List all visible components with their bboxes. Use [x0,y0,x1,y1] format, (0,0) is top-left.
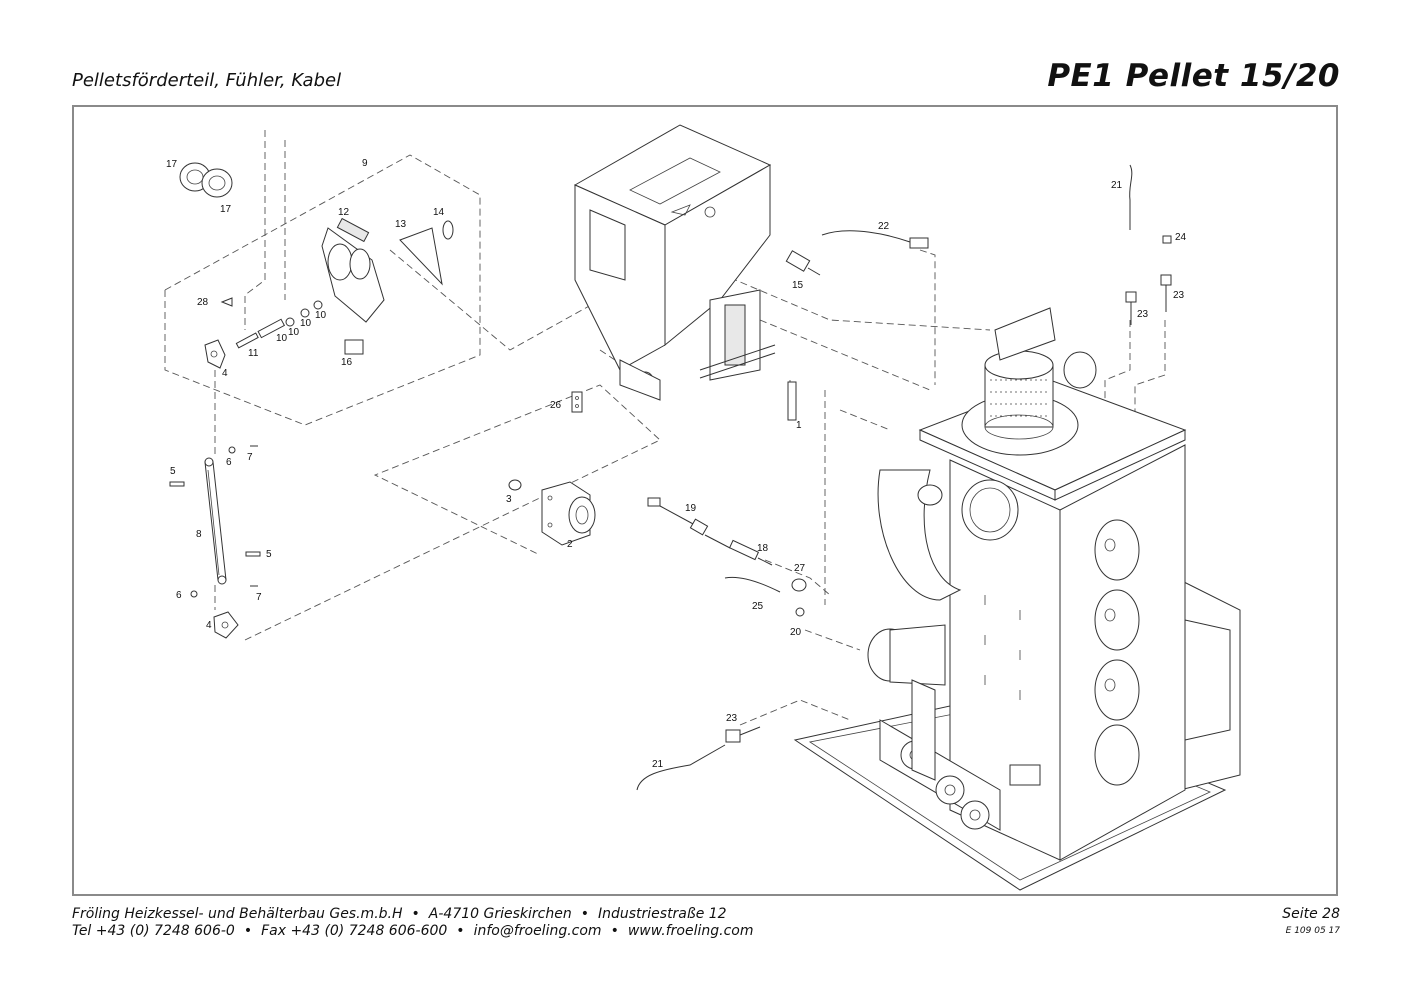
footer-tel: Tel +43 (0) 7248 606-0 [72,923,235,939]
part-label: 1 [796,420,802,431]
diagram-frame [72,105,1338,896]
footer-fax: Fax +43 (0) 7248 606-600 [261,923,448,939]
part-label: 4 [206,620,212,631]
part-label: 9 [362,158,368,169]
part-label: 18 [757,543,769,554]
part-label: 4 [222,368,228,379]
bracket-26 [571,391,583,413]
pellet-hopper [573,124,776,401]
part-label: 7 [247,452,253,463]
part-label: 17 [220,204,232,215]
feed-motor [508,479,596,546]
part-label: 27 [794,563,806,574]
part-label: 11 [248,348,259,359]
part-label: 12 [338,207,350,218]
part-label: 5 [170,466,176,477]
part-label: 19 [685,503,697,514]
part-label: 14 [433,207,445,218]
footer-email: info@froeling.com [473,923,602,939]
boiler-body [793,307,1241,891]
part-label: 10 [300,318,312,329]
footer-address: A-4710 Grieskirchen [428,906,572,922]
part-label: 5 [266,549,272,560]
part-label: 2 [567,539,573,550]
part-label: 24 [1175,232,1187,243]
flap-assembly [179,162,454,369]
part-label: 3 [506,494,512,505]
footer-company: Fröling Heizkessel- und Behälterbau Ges.… [72,906,403,922]
sensor-15 [785,250,821,276]
part-label: 16 [341,357,353,368]
part-label: 21 [652,759,664,770]
part-label: 10 [288,327,300,338]
part-label: 22 [878,221,890,232]
part-label: 13 [395,219,407,230]
page-subtitle: Pelletsförderteil, Fühler, Kabel [72,70,342,91]
part-label: 7 [256,592,262,603]
cables-sensors [636,164,1172,791]
part-label: 17 [166,159,178,170]
burner-perforation [990,379,1050,417]
plate-1 [787,381,797,421]
document-number: E 109 05 17 [1285,926,1340,936]
footer-contact: Fröling Heizkessel- und Behälterbau Ges.… [72,906,754,939]
part-label: 28 [197,297,209,308]
part-label: 8 [196,529,202,540]
page-title: PE1 Pellet 15/20 [1047,58,1340,94]
page-number: Seite 28 [1282,906,1340,922]
part-label: 6 [176,590,182,601]
linkage-rod [169,445,261,639]
part-label: 25 [752,601,764,612]
part-label: 15 [792,280,804,291]
part-label: 26 [550,400,562,411]
part-label: 10 [276,333,288,344]
footer-street: Industriestraße 12 [597,906,727,922]
part-label: 21 [1111,180,1123,191]
part-label: 23 [1137,309,1149,320]
part-label: 20 [790,627,802,638]
part-label: 10 [315,310,327,321]
part-label: 23 [726,713,738,724]
part-label: 23 [1173,290,1185,301]
footer-web: www.froeling.com [627,923,754,939]
part-label: 6 [226,457,232,468]
part-labels: 17 17 9 12 13 14 28 10 10 10 10 11 4 16 … [166,158,1187,770]
